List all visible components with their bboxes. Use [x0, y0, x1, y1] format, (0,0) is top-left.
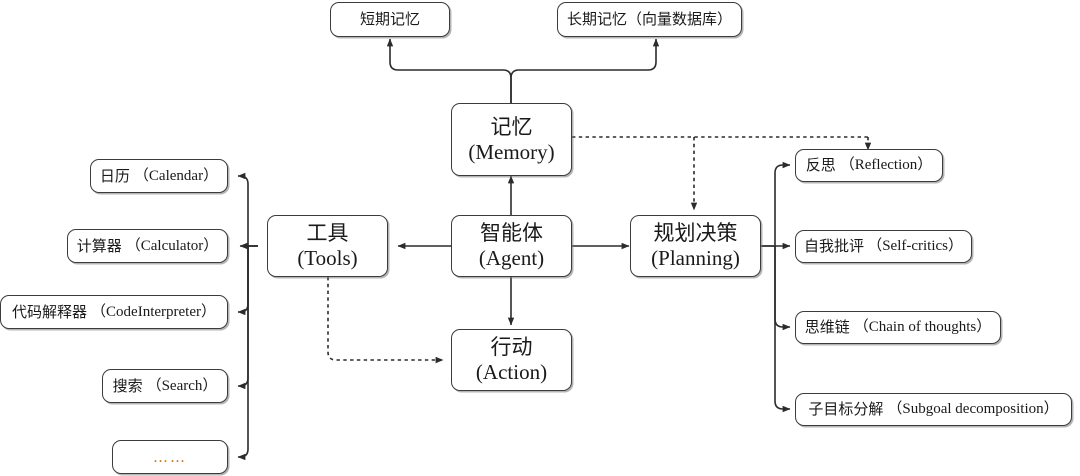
tool-calendar-cn: 日历: [99, 166, 130, 185]
tool-code-interpreter-en: （CodeInterpreter）: [91, 303, 216, 320]
agent-en-label: (Agent): [478, 246, 545, 270]
node-planning-chain-of-thoughts[interactable]: 思维链 （Chain of thoughts）: [795, 311, 1001, 344]
action-en-label: (Action): [475, 360, 548, 384]
edge-tools-more: [237, 246, 249, 461]
tools-en-label: (Tools): [297, 246, 358, 270]
memory-en-label: (Memory): [468, 139, 555, 164]
node-agent[interactable]: 智能体 (Agent): [451, 215, 572, 277]
tool-calendar-en: （Calendar）: [133, 167, 219, 184]
planning-chain-of-thoughts-en: （Chain of thoughts）: [853, 319, 992, 336]
node-action[interactable]: 行动 (Action): [451, 329, 572, 391]
planning-en-label: (Planning): [651, 246, 740, 270]
agent-cn-label: 智能体: [480, 221, 543, 246]
planning-cn-label: 规划决策: [653, 221, 738, 246]
planning-self-critics-cn: 自我批评: [804, 237, 865, 256]
planning-subgoal-en: （Subgoal decomposition）: [887, 401, 1059, 418]
tool-search-en: （Search）: [146, 377, 218, 394]
memory-cn-label: 记忆: [490, 114, 533, 139]
planning-reflection-en: （Reflection）: [839, 157, 933, 174]
planning-subgoal-cn: 子目标分解: [808, 400, 884, 419]
node-long-term-memory[interactable]: 长期记忆（向量数据库）: [557, 2, 742, 37]
node-planning-subgoal-decomposition[interactable]: 子目标分解 （Subgoal decomposition）: [795, 393, 1072, 426]
planning-self-critics-en: （Self-critics）: [867, 238, 963, 255]
planning-chain-of-thoughts-cn: 思维链: [804, 318, 850, 337]
node-tool-search[interactable]: 搜索 （Search）: [102, 369, 228, 403]
planning-reflection-cn: 反思: [805, 156, 836, 175]
node-short-term-memory[interactable]: 短期记忆: [330, 2, 450, 37]
edge-planning-subgoal: [774, 246, 791, 413]
tool-code-interpreter-cn: 代码解释器: [12, 302, 88, 321]
node-tool-code-interpreter[interactable]: 代码解释器 （CodeInterpreter）: [0, 295, 228, 329]
node-memory[interactable]: 记忆 (Memory): [451, 103, 572, 176]
node-planning-self-critics[interactable]: 自我批评 （Self-critics）: [795, 230, 972, 263]
edge-memory-short-term: [386, 38, 512, 104]
edge-planning-reflection: [761, 161, 791, 247]
node-tool-more[interactable]: ……: [112, 440, 228, 474]
edge-tools-code-interpreter: [237, 245, 258, 316]
edge-planning-chain-of-thoughts: [774, 246, 791, 331]
long-term-memory-label: 长期记忆（向量数据库）: [566, 10, 732, 29]
tool-calculator-en: （Calculator）: [125, 237, 219, 254]
node-planning-reflection[interactable]: 反思 （Reflection）: [795, 149, 943, 182]
node-planning[interactable]: 规划决策 (Planning): [630, 215, 761, 277]
edge-tools-action-dotted: [327, 277, 444, 364]
tool-calculator-cn: 计算器: [76, 236, 122, 255]
node-tool-calculator[interactable]: 计算器 （Calculator）: [67, 229, 228, 263]
node-tool-calendar[interactable]: 日历 （Calendar）: [90, 159, 228, 193]
node-tools[interactable]: 工具 (Tools): [267, 215, 388, 277]
action-cn-label: 行动: [490, 335, 533, 360]
edge-memory-long-term: [510, 38, 660, 104]
tool-more-label: ……: [153, 447, 187, 466]
edge-tools-search: [237, 246, 249, 390]
short-term-memory-label: 短期记忆: [359, 10, 420, 29]
tools-cn-label: 工具: [306, 221, 349, 246]
edge-tools-calendar: [237, 172, 258, 247]
tool-search-cn: 搜索: [112, 376, 143, 395]
